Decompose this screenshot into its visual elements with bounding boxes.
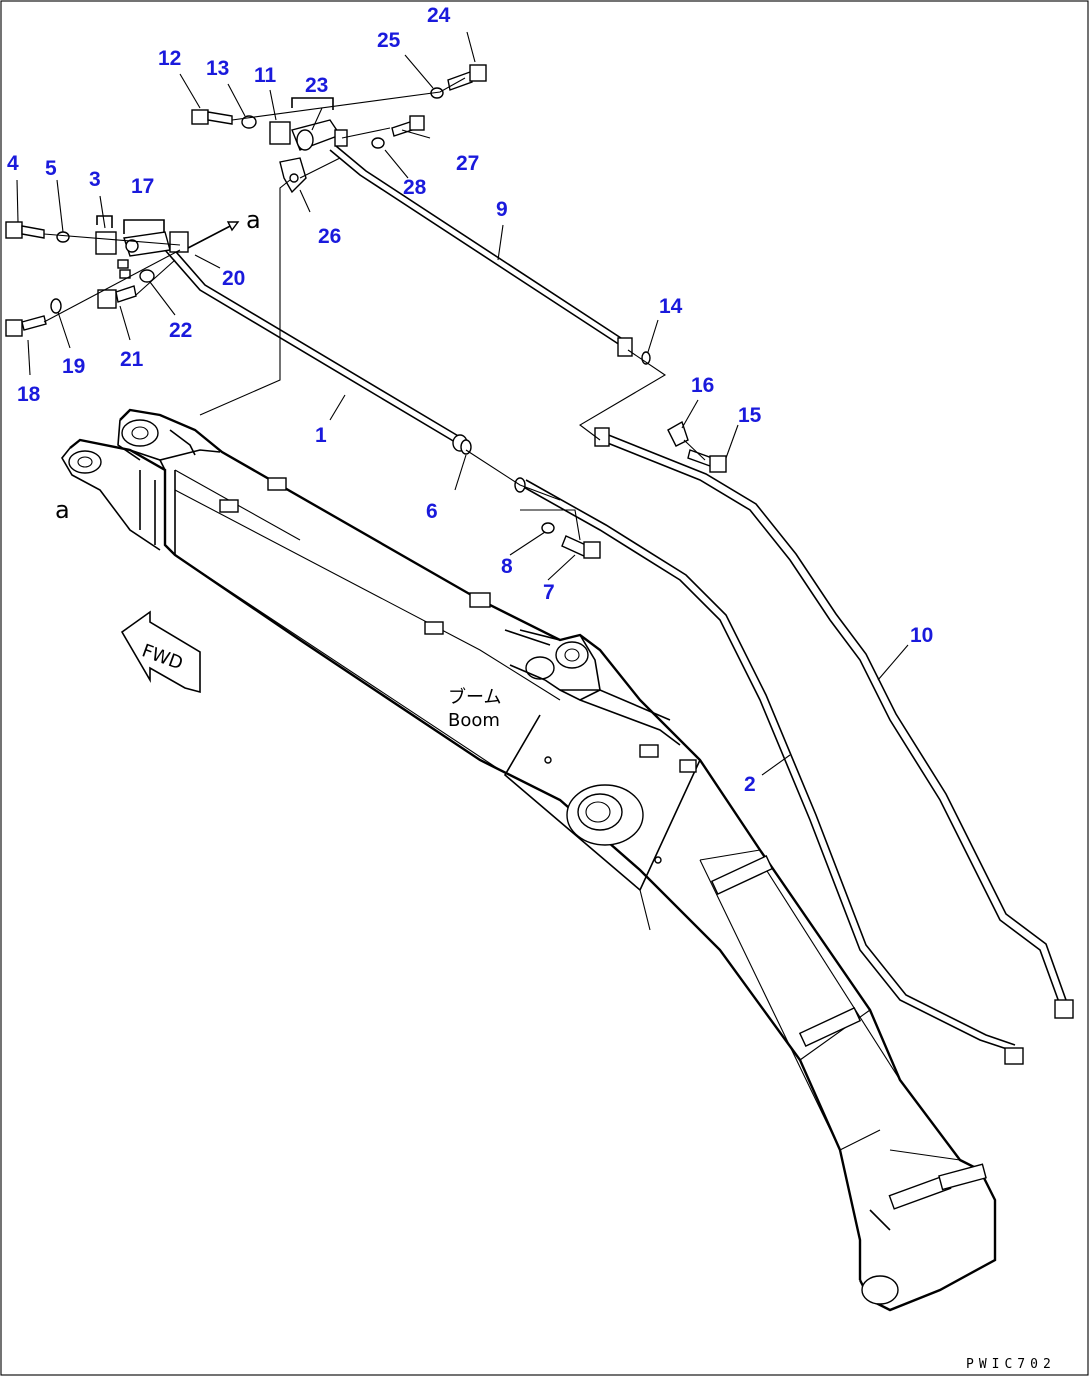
- callout-4: 4: [7, 152, 19, 175]
- callout-7: 7: [543, 581, 555, 604]
- callout-8: 8: [501, 555, 513, 578]
- callout-9: 9: [496, 198, 508, 221]
- callout-5: 5: [45, 157, 57, 180]
- fwd-text: FWD: [139, 640, 186, 674]
- callout-3: 3: [89, 168, 101, 191]
- callout-25: 25: [377, 29, 401, 52]
- callout-2: 2: [744, 773, 756, 796]
- ref-mark-a-left: a: [55, 496, 70, 524]
- callout-15: 15: [738, 404, 762, 427]
- callout-23: 23: [305, 74, 328, 97]
- fasteners: [5, 64, 727, 559]
- pipes: [164, 145, 1074, 1065]
- callout-22: 22: [169, 319, 192, 342]
- boom-label-en: Boom: [448, 710, 500, 731]
- callout-12: 12: [158, 47, 181, 70]
- callout-labels: 24 25 12 13 11 23 4 5 3 17 27 28 26 9 20…: [7, 4, 933, 796]
- callout-13: 13: [206, 57, 229, 80]
- boom-structure: [61, 408, 997, 1312]
- callout-16: 16: [691, 374, 714, 397]
- boom-label-jp: ブーム: [448, 686, 501, 708]
- ref-mark-a-top: a: [246, 206, 261, 234]
- callout-1: 1: [315, 424, 327, 447]
- callout-11: 11: [254, 64, 277, 87]
- drawing-code: PWIC702: [966, 1357, 1056, 1372]
- fwd-arrow: FWD: [120, 610, 201, 694]
- leader-lines: [16, 31, 909, 776]
- callout-6: 6: [426, 500, 438, 523]
- callout-14: 14: [659, 295, 683, 318]
- callout-24: 24: [427, 4, 451, 27]
- callout-28: 28: [403, 176, 427, 199]
- callout-17: 17: [131, 175, 154, 198]
- callout-20: 20: [222, 267, 245, 290]
- callout-19: 19: [62, 355, 85, 378]
- callout-10: 10: [910, 624, 933, 647]
- callout-27: 27: [456, 152, 479, 175]
- callout-21: 21: [120, 348, 144, 371]
- callout-18: 18: [17, 383, 41, 406]
- callout-26: 26: [318, 225, 341, 248]
